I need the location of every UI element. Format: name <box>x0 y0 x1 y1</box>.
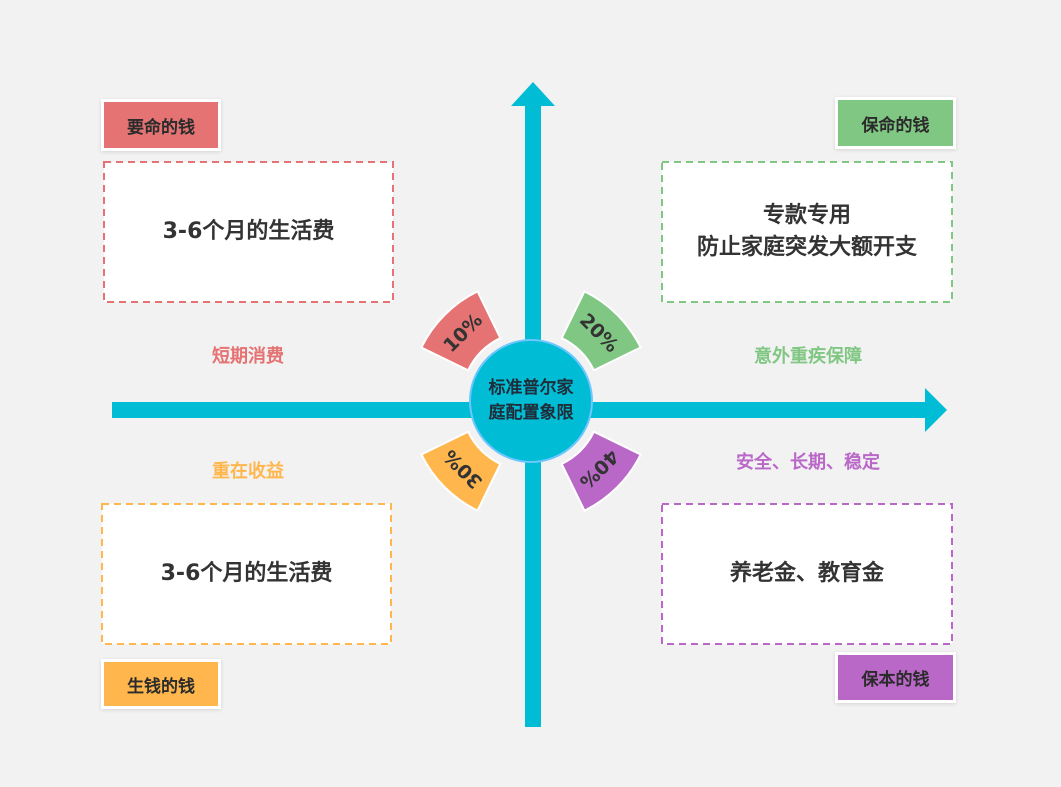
tag-top-left: 要命的钱 <box>104 102 218 148</box>
box-border-top-right <box>661 161 953 303</box>
box-bottom-left: 3-6个月的生活费 <box>104 506 389 642</box>
box-border-bottom-right <box>661 503 953 645</box>
tag-bottom-right: 保本的钱 <box>838 655 953 700</box>
box-bottom-left-line-1: 3-6个月的生活费 <box>160 561 333 587</box>
tag-top-right-label: 保命的钱 <box>861 115 930 136</box>
caption-top-right: 意外重疾保障 <box>754 346 862 367</box>
box-bottom-right: 养老金、教育金 <box>664 506 950 642</box>
box-top-right-line-1: 专款专用 <box>762 203 851 229</box>
tag-bottom-left: 生钱的钱 <box>104 662 218 706</box>
box-top-right-line-2: 防止家庭突发大额开支 <box>696 235 917 260</box>
box-border-top-left <box>103 161 394 303</box>
right-arrow-icon <box>925 388 947 432</box>
box-bottom-right-line-1: 养老金、教育金 <box>729 561 884 587</box>
ring-segment-bottom-left <box>420 430 502 512</box>
ring-segment-top-left <box>420 290 502 372</box>
caption-bottom-left: 重在收益 <box>212 461 284 482</box>
box-top-left: 3-6个月的生活费 <box>106 164 391 300</box>
center-title-line-1: 标准普尔家 <box>488 378 574 399</box>
center-title-line-2: 庭配置象限 <box>488 403 574 423</box>
box-border-bottom-left <box>101 503 392 645</box>
up-arrow-icon <box>511 82 555 106</box>
tag-bottom-right-label: 保本的钱 <box>861 670 930 690</box>
box-top-right: 专款专用 防止家庭突发大额开支 <box>664 164 950 300</box>
center-circle: 标准普尔家 庭配置象限 <box>469 339 593 463</box>
ring-segment-top-right <box>560 290 642 372</box>
caption-bottom-right: 安全、长期、稳定 <box>736 452 880 473</box>
caption-top-left: 短期消费 <box>212 346 284 367</box>
tag-top-left-label: 要命的钱 <box>127 117 195 138</box>
tag-bottom-left-label: 生钱的钱 <box>127 676 195 697</box>
box-top-left-line-1: 3-6个月的生活费 <box>162 219 335 245</box>
ring-segment-bottom-right <box>560 430 642 512</box>
tag-top-right: 保命的钱 <box>838 100 953 146</box>
